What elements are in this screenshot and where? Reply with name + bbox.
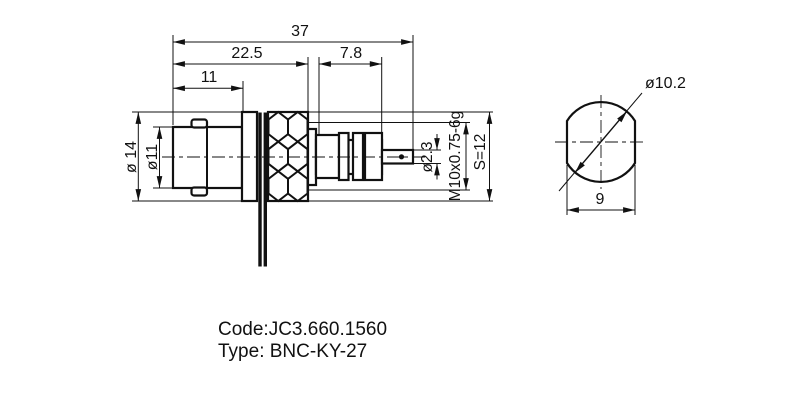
leader-arrow-lower [574, 141, 602, 174]
panel-plate-bar-right [263, 112, 267, 267]
dim-coupling-diameter-label: ø11 [144, 144, 161, 170]
flange-outline [240, 110, 259, 203]
leader-arrow-upper [600, 110, 628, 143]
insulator-rib-2 [351, 131, 365, 182]
dim-across-flats-label: 9 [596, 191, 605, 208]
dim-total-length-label: 37 [291, 23, 309, 40]
dim-body-length-label: 22.5 [231, 45, 262, 62]
end-view: ø10.2 9 [555, 75, 686, 215]
side-view-dimensions: 37 22.5 7.8 11 ø 14 ø11 ø2.3 M10x0.75-6g [123, 23, 493, 202]
insulator-rib-1 [337, 131, 350, 182]
code-line: Code:JC3.660.1560 [218, 319, 387, 340]
bayonet-lug-bottom [190, 186, 209, 197]
insulator-rib-3 [363, 131, 384, 182]
dim-flange-diameter-label: ø 14 [123, 141, 140, 173]
side-view [162, 110, 428, 267]
dim-outer-diameter-label: ø10.2 [645, 75, 686, 92]
footer-text: Code:JC3.660.1560 Type: BNC-KY-27 [218, 319, 387, 362]
dim-front-length-label: 11 [201, 69, 218, 86]
insulator-barrel-outline [314, 133, 341, 180]
dim-rear-length-label: 7.8 [340, 45, 362, 62]
thread-spec-label: M10x0.75-6g [447, 111, 464, 201]
panel-plate-bar-left [258, 112, 262, 267]
bayonet-lug-top [190, 118, 209, 129]
dim-pin-diameter-label: ø2.3 [419, 141, 436, 172]
solder-hole [398, 154, 405, 160]
hex-across-flats-label: S=12 [472, 134, 489, 171]
type-line: Type: BNC-KY-27 [218, 341, 367, 362]
